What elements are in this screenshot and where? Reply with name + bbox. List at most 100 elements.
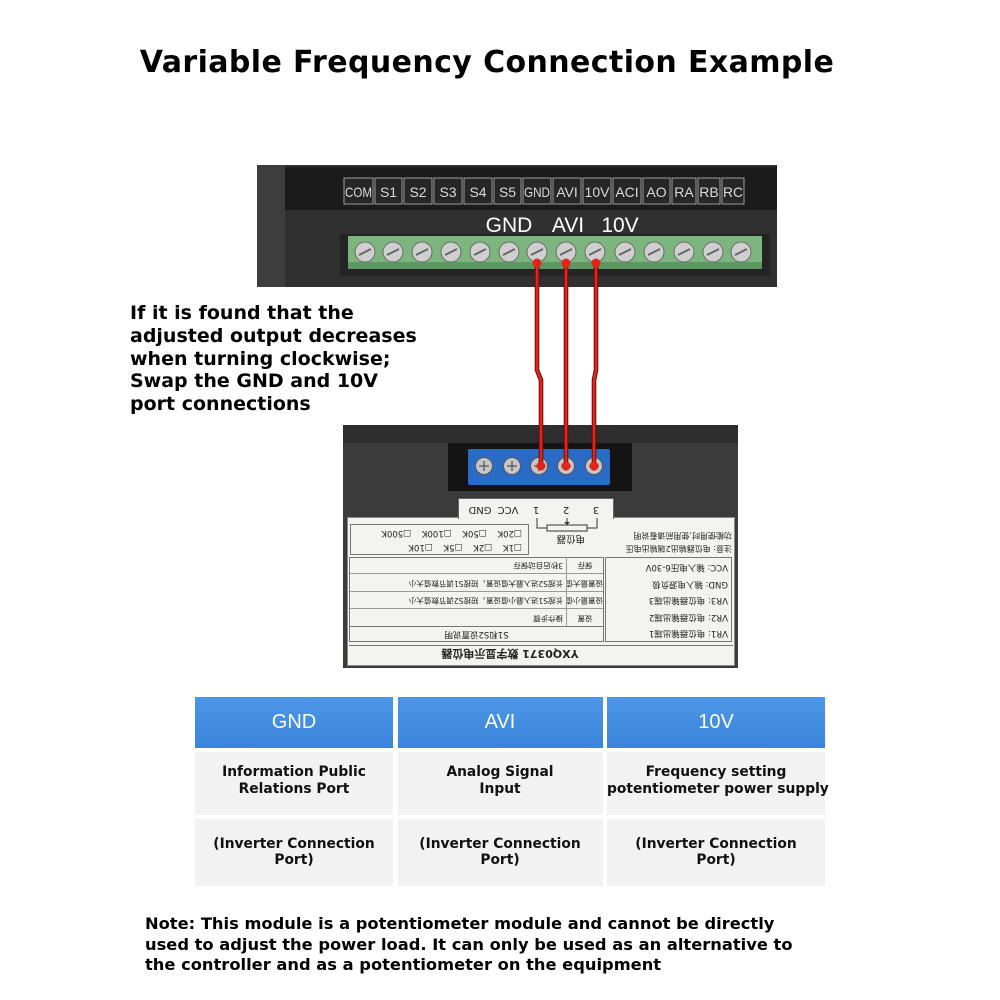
module-note-line: 注意: 电位器输出2端输出电压 [625,544,732,553]
terminal-label-box [493,177,522,205]
settings-row: 设置 操作步骤 [350,608,603,626]
resistance-options-row: □1K □2K □5K □10K [351,540,528,554]
potentiometer-label: 电位器 [556,533,585,544]
header-10v: 10V [607,697,825,748]
resistance-option: □100K [421,528,452,538]
terminal-label-rc: RC [723,184,743,200]
highlight-label-avi: AVI [552,214,584,237]
terminal-label-ao: AO [646,184,666,200]
wire-dot [591,258,601,268]
screw-icon [555,241,577,263]
terminal-label-box [671,177,697,205]
page-title: Variable Frequency Connection Example [139,45,835,80]
screw-icon [469,241,491,263]
resistance-option: □10K [408,542,433,552]
terminal-label-avi: AVI [556,184,578,200]
header-gnd: GND [195,697,393,748]
terminal-label-box [582,177,612,205]
screw-icon [614,241,636,263]
module-label-sticker: 3 2 1 VCC GND YXQ0371 数字显示电位器 VR1: 电位器输出… [347,497,735,666]
terminal-label-2: 2 [562,504,570,515]
terminal-label-box [552,177,582,205]
screw-icon [730,241,752,263]
terminal-label-10v: 10V [585,184,611,200]
cell-avi-connection: (Inverter Connection Port) [397,819,603,886]
module-notes: 注意: 电位器输出2端输出电压 功能使用时,使用前请看说明 [604,529,732,555]
screw-icon [382,241,404,263]
terminal-label-1: 1 [532,504,540,515]
terminal-label-box [522,177,552,205]
cell-line: Relations Port [238,781,350,797]
instruction-line: Swap the GND and 10V [130,370,378,393]
highlight-label-10v: 10V [601,214,638,237]
pin-description: GND: 输入电源负极 [651,578,728,589]
cell-line: Information Public [222,764,366,780]
screw-icon [503,457,521,475]
settings-table: S1和S2设置说明 设置 操作步骤 设置最小值 长按S1进入最小值设置，短按S2… [349,556,604,642]
ports-table: GND AVI 10V Information Public Relations… [195,697,829,886]
settings-table-title: S1和S2设置说明 [350,626,603,641]
terminal-label-box [697,177,721,205]
cell-line: Input [479,781,521,797]
terminal-label-ra: RA [674,184,694,200]
terminal-label-vcc: VCC [497,504,519,515]
cell-line: Analog Signal [446,764,554,780]
settings-row: 设置最小值 长按S1进入最小值设置，短按S2调节数值大小 [350,590,603,609]
terminal-label-s1: S1 [380,184,397,200]
terminal-label-com: COM [345,184,372,200]
terminal-label-s2: S2 [409,184,426,200]
screw-icon [584,241,606,263]
terminal-label-tab: 3 2 1 VCC GND [458,498,614,519]
wire-dot [561,461,571,471]
terminal-label-box [721,177,745,205]
cell-line: potentiometer power supply [607,781,829,797]
connection-wires [532,258,601,471]
settings-row: 设置最大值 长按S2进入最大值设置，短按S1调节数值大小 [350,573,603,591]
module-model-title: YXQ0371 数字显示电位器 [441,647,579,660]
cell-gnd-description: Information Public Relations Port [195,752,393,815]
resistance-options-box: □1K □2K □5K □10K □20K □50K □100K □500K [350,524,529,555]
resistance-option: □20K [497,528,522,538]
terminal-label-box [374,177,403,205]
settings-cell: 操作步骤 [533,614,563,623]
pin-description: VR1: 电位器输出端1 [648,628,728,638]
inverter-side-edge [257,165,285,287]
module-screws [475,457,603,475]
cell-line: Port) [274,852,314,868]
terminal-label-s4: S4 [469,184,486,200]
screw-icon [673,241,695,263]
terminal-label-box [433,177,463,205]
terminal-label-3: 3 [592,504,600,515]
cell-line: (Inverter Connection [213,836,375,852]
green-terminal-strip-shade [348,262,762,269]
pin-description-box: VR1: 电位器输出端1 VR2: 电位器输出端2 VR3: 电位器输出端3 G… [605,557,732,642]
settings-cell: 设置最大值 [566,574,603,591]
wire-dot [536,461,546,471]
cell-line: Port) [480,852,520,868]
screw-icon [475,457,493,475]
header-avi: AVI [397,697,603,748]
terminal-label-box [403,177,433,205]
cell-line: Port) [696,852,736,868]
resistance-option: □1K [502,542,522,552]
instruction-line: adjusted output decreases [130,324,417,347]
settings-cell: 设置最小值 [566,591,603,609]
swap-instruction: If it is found that the adjusted output … [130,302,417,416]
terminal-label-box [343,177,374,205]
terminal-label-gnd: GND [468,504,492,515]
divider [349,645,733,646]
screw-icon [702,241,724,263]
wire-dot [532,258,542,268]
highlight-labels: GND AVI 10V [486,214,639,237]
screw-icon [354,241,376,263]
highlight-label-gnd: GND [486,214,533,237]
resistance-option: □5K [443,542,463,552]
terminal-label-rb: RB [699,184,718,200]
note-line: the controller and as a potentiometer on… [145,955,662,975]
cell-line: (Inverter Connection [635,836,797,852]
settings-cell: 设置 [566,609,603,626]
instruction-line: If it is found that the [130,302,354,324]
screw-icon [643,241,665,263]
